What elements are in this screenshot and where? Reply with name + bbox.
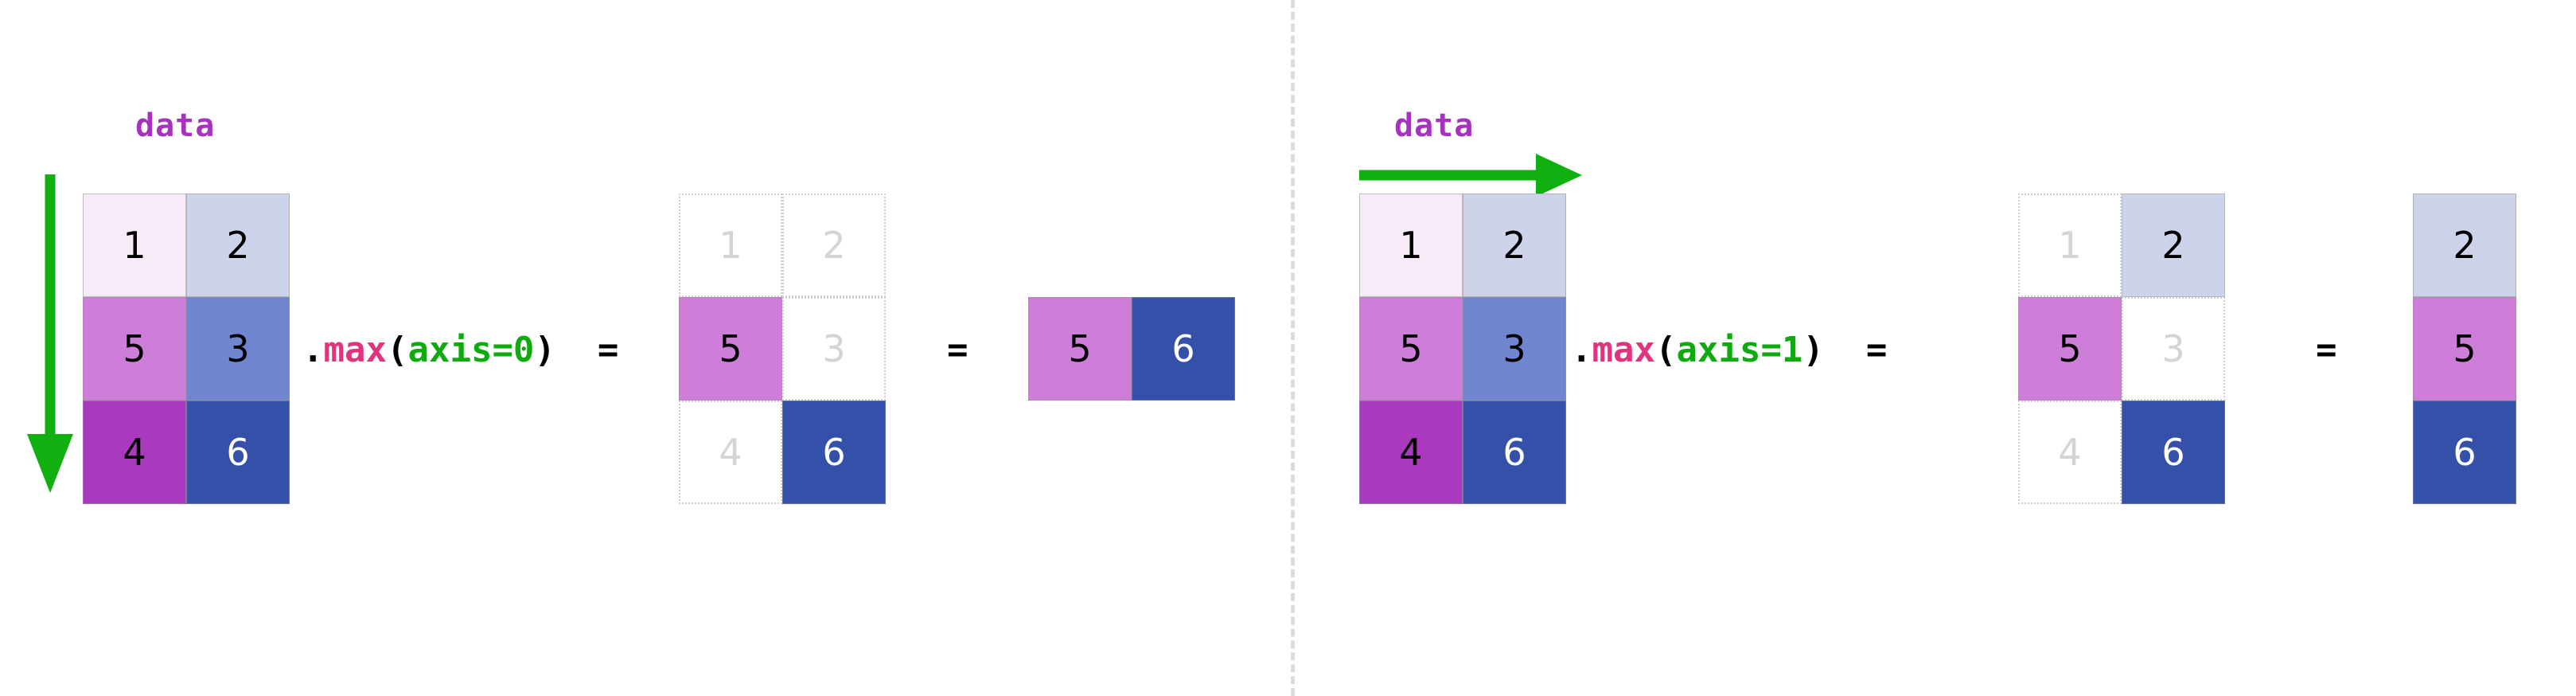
axis-0-panel: data 1 2 5 3 4 6 .max(axis=0) = 1 2 5 3 …: [27, 108, 1235, 504]
result-cell: 5: [2413, 297, 2516, 401]
matrix-cell: 2: [1463, 194, 1566, 297]
matrix-cell-highlighted: 5: [2018, 297, 2122, 401]
expr-keyword: axis=1: [1676, 330, 1803, 370]
expr-open-paren: (: [1654, 330, 1677, 370]
matrix-cell-highlighted: 2: [2122, 194, 2225, 297]
expr-close-paren: ): [1802, 330, 1824, 370]
matrix-cell-ghost: 1: [679, 194, 782, 297]
axis-1-expression: .max(axis=1) =: [1571, 333, 1887, 368]
matrix-cell-ghost: 4: [679, 401, 782, 504]
result-cell: 2: [2413, 194, 2516, 297]
matrix-cell-ghost: 3: [782, 297, 886, 401]
panel-divider: [1291, 0, 1295, 696]
expr-keyword: axis=0: [407, 330, 535, 370]
axis-0-result-matrix: 5 6: [1028, 297, 1235, 401]
matrix-cell: 5: [1359, 297, 1463, 401]
matrix-cell: 6: [1463, 401, 1566, 504]
left-data-label: data: [135, 108, 216, 144]
result-cell: 5: [1028, 297, 1132, 401]
matrix-cell-highlighted: 6: [782, 401, 886, 504]
axis-0-expression: .max(axis=0) =: [302, 333, 618, 368]
matrix-cell-highlighted: 5: [679, 297, 782, 401]
matrix-cell: 3: [1463, 297, 1566, 401]
expr-equals-sign: =: [1865, 330, 1888, 370]
expr-dot: .: [302, 330, 324, 370]
axis-0-highlight-matrix: 1 2 5 3 4 6: [679, 194, 886, 504]
expr-open-paren: (: [386, 330, 408, 370]
matrix-cell: 4: [1359, 401, 1463, 504]
matrix-cell-highlighted: 6: [2122, 401, 2225, 504]
expr-dot: .: [1571, 330, 1592, 370]
matrix-cell-ghost: 1: [2018, 194, 2122, 297]
axis-1-result-matrix: 2 5 6: [2413, 194, 2516, 504]
axis-0-arrow-down-icon: [27, 174, 73, 493]
axis-1-source-matrix: 1 2 5 3 4 6: [1359, 194, 1566, 504]
expr-close-paren: ): [534, 330, 555, 370]
axis-1-arrow-right-icon: [1359, 154, 1582, 197]
result-cell: 6: [2413, 401, 2516, 504]
result-cell: 6: [1132, 297, 1235, 401]
expr-spacer: [1824, 330, 1866, 370]
right-data-label: data: [1394, 108, 1475, 144]
matrix-cell-ghost: 3: [2122, 297, 2225, 401]
axis-1-highlight-matrix: 1 2 5 3 4 6: [2018, 194, 2225, 504]
matrix-cell: 6: [186, 401, 290, 504]
axis-1-final-equals: =: [2316, 330, 2337, 370]
matrix-cell: 4: [83, 401, 186, 504]
axis-0-source-matrix: 1 2 5 3 4 6: [83, 194, 290, 504]
matrix-cell: 1: [1359, 194, 1463, 297]
expr-method: max: [1592, 330, 1655, 370]
matrix-cell: 2: [186, 194, 290, 297]
matrix-cell-ghost: 4: [2018, 401, 2122, 504]
matrix-cell: 1: [83, 194, 186, 297]
matrix-cell-ghost: 2: [782, 194, 886, 297]
matrix-cell: 5: [83, 297, 186, 401]
axis-1-panel: data 1 2 5 3 4 6 .max(axis=1) = 1 2 5 3 …: [1291, 0, 2576, 696]
axis-0-final-equals: =: [947, 330, 968, 370]
expr-method: max: [323, 330, 387, 370]
expr-equals: [555, 330, 598, 370]
expr-equals-sign: =: [597, 330, 619, 370]
matrix-cell: 3: [186, 297, 290, 401]
